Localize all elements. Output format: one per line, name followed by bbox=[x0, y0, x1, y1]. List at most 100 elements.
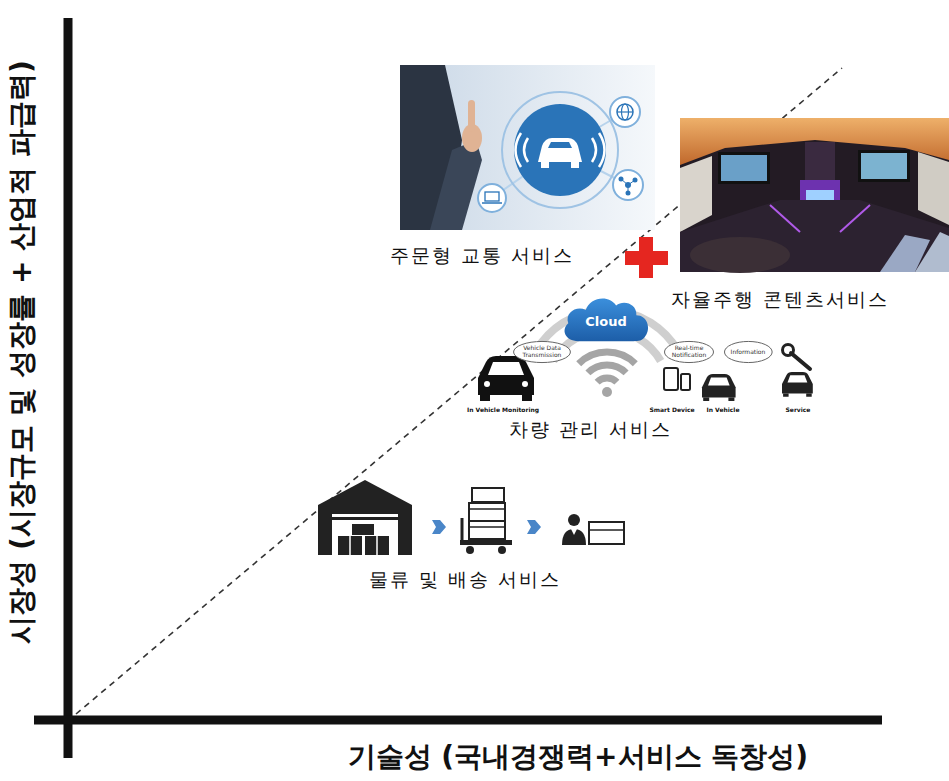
bubble-text: Vehicle Data Transmission bbox=[521, 345, 564, 358]
car-interior-photo bbox=[690, 237, 790, 273]
mobility-photo bbox=[571, 162, 579, 168]
service-label: 차량 관리 서비스 bbox=[509, 419, 672, 441]
cart-icon bbox=[466, 546, 474, 554]
cart-icon bbox=[472, 488, 504, 502]
wifi-symbol bbox=[588, 365, 626, 373]
mobility-photo bbox=[502, 92, 618, 208]
plus-sign bbox=[625, 251, 668, 265]
plus-sign bbox=[625, 237, 668, 278]
car-interior-photo bbox=[721, 155, 767, 181]
mobility-photo bbox=[482, 202, 502, 204]
cart-icon bbox=[498, 546, 506, 554]
mobility-photo bbox=[599, 133, 605, 167]
car-icon bbox=[478, 356, 534, 395]
car-icon bbox=[522, 381, 528, 387]
mobility-photo bbox=[478, 184, 506, 212]
mobility-photo bbox=[485, 192, 499, 201]
wifi-symbol bbox=[602, 387, 612, 397]
cart-icon bbox=[469, 503, 505, 521]
icon-caption: In Vehicle bbox=[707, 407, 740, 414]
car-interior-photo bbox=[861, 153, 907, 179]
car-icon bbox=[703, 397, 709, 401]
speech-bubble: Real-time Notification bbox=[664, 341, 714, 363]
car-interior-photo bbox=[840, 205, 870, 232]
y-axis bbox=[64, 18, 73, 758]
cart-icon bbox=[461, 518, 464, 545]
mobility-photo bbox=[524, 138, 528, 162]
service-icon bbox=[783, 393, 789, 396]
mobility-photo bbox=[538, 138, 582, 162]
bubble-outline bbox=[724, 341, 772, 362]
mobility-photo bbox=[613, 170, 643, 200]
warehouse-icon bbox=[332, 517, 398, 520]
warehouse-icon bbox=[349, 536, 351, 555]
mobility-photo bbox=[610, 97, 640, 127]
car-icon bbox=[480, 395, 490, 401]
warehouse-icon bbox=[332, 510, 398, 555]
mobility-photo bbox=[541, 162, 549, 168]
service-label: 주문형 교통 서비스 bbox=[390, 245, 574, 267]
mobility-photo bbox=[628, 185, 629, 193]
car-icon bbox=[702, 374, 736, 401]
car-interior-photo bbox=[718, 152, 770, 184]
speech-bubble: Vehicle Data Transmission bbox=[513, 341, 571, 363]
car-icon bbox=[522, 395, 532, 401]
mobility-photo bbox=[516, 133, 522, 167]
car-icon bbox=[708, 378, 730, 386]
recipient-icon bbox=[589, 529, 624, 531]
warehouse-icon bbox=[352, 524, 374, 535]
service-icon bbox=[782, 345, 813, 397]
car-interior-photo bbox=[680, 156, 712, 232]
wifi-symbol bbox=[597, 378, 617, 382]
car-interior-photo bbox=[915, 232, 949, 272]
cloud-outline bbox=[565, 298, 649, 341]
bubble-outline bbox=[514, 341, 571, 362]
car-interior-photo bbox=[805, 142, 835, 180]
icon-caption: In Vehicle Monitoring bbox=[467, 407, 539, 414]
mobility-photo bbox=[617, 111, 633, 112]
mobility-photo bbox=[592, 138, 596, 162]
car-icon bbox=[484, 381, 490, 387]
mobility-photo bbox=[400, 65, 655, 230]
warehouse-icon bbox=[318, 480, 412, 555]
mobility-photo bbox=[400, 65, 655, 230]
car-interior-photo bbox=[680, 118, 949, 273]
cart-icon bbox=[469, 526, 505, 528]
warehouse-icon bbox=[318, 480, 412, 555]
mobility-photo bbox=[430, 140, 482, 230]
car-icon bbox=[478, 356, 534, 401]
recipient-icon bbox=[562, 529, 586, 545]
bubble-text: Information bbox=[730, 349, 766, 356]
car-interior-photo bbox=[918, 152, 949, 225]
flow-arrow bbox=[432, 520, 446, 534]
mobility-photo bbox=[621, 179, 628, 185]
service-icon bbox=[782, 372, 813, 397]
service-label: 물류 및 배송 서비스 bbox=[369, 569, 561, 591]
cloud-shape: Cloud bbox=[560, 293, 652, 343]
mobility-photo bbox=[514, 104, 606, 196]
warehouse-icon bbox=[365, 536, 389, 555]
icon-caption: Service bbox=[786, 407, 811, 414]
mobility-photo bbox=[622, 104, 629, 120]
car-icon bbox=[488, 362, 524, 375]
warehouse-icon bbox=[376, 536, 378, 555]
mobility-photo bbox=[548, 142, 572, 148]
x-axis-title: 기술성 (국내경쟁력+서비스 독창성) bbox=[348, 741, 809, 773]
speech-bubble: Information bbox=[724, 341, 773, 363]
car-interior-photo bbox=[858, 150, 910, 182]
recipient-icon bbox=[562, 514, 624, 545]
recipient-icon bbox=[589, 522, 624, 544]
car-interior-photo bbox=[770, 205, 800, 232]
device-icon bbox=[664, 368, 690, 390]
flow-arrow bbox=[527, 520, 541, 534]
warehouse-icon bbox=[338, 536, 362, 555]
device-icon bbox=[681, 374, 690, 390]
service-icon bbox=[791, 353, 810, 369]
cart-icon bbox=[460, 488, 512, 554]
cart-icon bbox=[460, 540, 512, 545]
recipient-icon bbox=[571, 529, 577, 535]
y-axis-title: 시장성 (시장규모 및 성장률 + 산업적 파급력) bbox=[6, 60, 38, 644]
cloud-label: Cloud bbox=[577, 315, 634, 329]
